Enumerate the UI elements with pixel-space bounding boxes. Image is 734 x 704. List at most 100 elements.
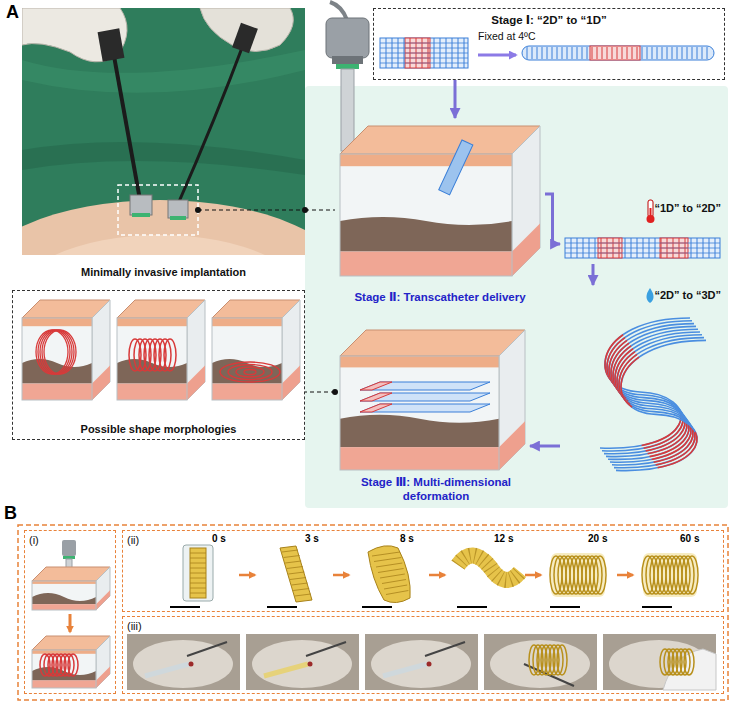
trocar bbox=[130, 195, 152, 215]
catheter-tube bbox=[145, 664, 189, 676]
endoscope-cable bbox=[330, 2, 347, 20]
dog-fur bbox=[371, 640, 471, 688]
process-arrow bbox=[454, 80, 457, 118]
stage-illustration: Stage Ⅲ: Multi-dimensional deformation bbox=[335, 322, 530, 507]
mesh-strut bbox=[282, 550, 298, 552]
muscle-side bbox=[187, 366, 205, 400]
s-shape-hinge bbox=[616, 340, 706, 470]
mesh-strut bbox=[380, 63, 468, 64]
mesh-fill bbox=[380, 38, 468, 68]
mesh-strut bbox=[380, 574, 405, 578]
endoscope-handle bbox=[62, 540, 76, 556]
mesh-strut-red bbox=[405, 43, 430, 44]
trocar bbox=[168, 200, 188, 218]
coil-turn bbox=[686, 556, 698, 594]
coil-ground bbox=[643, 553, 697, 597]
ring-shape bbox=[44, 330, 76, 374]
tissue-layer bbox=[117, 359, 187, 384]
mesh-strut bbox=[372, 552, 400, 556]
time-stamp: 8 s bbox=[400, 533, 414, 545]
trocar-ring bbox=[170, 216, 186, 220]
mesh-strut bbox=[382, 580, 406, 584]
mesh-strut-red bbox=[598, 243, 622, 244]
mesh-strut bbox=[380, 53, 468, 54]
tube-strut bbox=[607, 47, 608, 59]
tube-strut bbox=[672, 47, 673, 59]
dog-photo bbox=[603, 634, 716, 690]
tube-strut bbox=[692, 47, 693, 59]
catheter-tube bbox=[264, 664, 308, 676]
mesh-strut-red bbox=[405, 48, 430, 49]
sequence-arrow bbox=[617, 574, 633, 577]
mesh-strut bbox=[378, 569, 404, 573]
time-stamp: 60 s bbox=[680, 533, 699, 545]
ring-shape bbox=[38, 330, 70, 374]
label-holder: B bbox=[4, 503, 17, 525]
skin-layer bbox=[22, 318, 92, 326]
block-outline bbox=[32, 581, 96, 610]
coil-turn bbox=[68, 654, 78, 676]
tube-strut bbox=[587, 47, 588, 59]
sequence-arrow bbox=[429, 574, 445, 577]
tube-strut bbox=[597, 47, 598, 59]
tube-strut bbox=[527, 47, 528, 59]
stage-illustration: Stage Ⅱ: Transcatheter delivery bbox=[335, 118, 545, 308]
gloved-hand bbox=[663, 649, 716, 690]
block-side bbox=[499, 330, 525, 470]
mesh-strut bbox=[288, 572, 304, 574]
endoscope-band bbox=[332, 56, 363, 64]
node-heading: “1D” to “2D” bbox=[654, 202, 721, 215]
mesh-strut bbox=[565, 243, 720, 244]
transition-step: “2D” to “3D” bbox=[560, 285, 725, 475]
muscle-layer bbox=[32, 680, 96, 688]
process-panel bbox=[305, 86, 728, 508]
process-arrow bbox=[69, 614, 72, 632]
muscle-side bbox=[499, 421, 525, 470]
mesh-strut bbox=[190, 563, 206, 564]
tweezers bbox=[425, 642, 465, 656]
muscle-layer bbox=[212, 384, 282, 400]
mesh-strut bbox=[386, 591, 408, 595]
tissue-layer bbox=[32, 593, 96, 604]
tube-strut bbox=[667, 47, 668, 59]
yellow-mesh bbox=[368, 546, 410, 603]
tube-strut bbox=[602, 47, 603, 59]
mesh-strut bbox=[190, 588, 206, 589]
coil-turn bbox=[684, 649, 694, 675]
tube-strut bbox=[577, 47, 578, 59]
block-outline bbox=[340, 356, 499, 470]
surgery-photo bbox=[22, 8, 305, 255]
dog-fur bbox=[133, 640, 233, 688]
endoscope-shaft bbox=[341, 69, 354, 151]
dashed-leader bbox=[305, 209, 335, 210]
mesh-strut bbox=[290, 578, 306, 580]
muscle-layer bbox=[22, 384, 92, 400]
subpanel-box: (iii) bbox=[122, 616, 724, 694]
label-holder: 3 s bbox=[305, 533, 319, 545]
yellow-mesh bbox=[280, 546, 312, 602]
folded-hinge bbox=[360, 404, 392, 412]
label-holder: 0 s bbox=[212, 533, 226, 545]
folded-hinge bbox=[360, 393, 392, 401]
sequence-arrow bbox=[333, 574, 349, 577]
tube-strut bbox=[642, 47, 643, 59]
block-outline bbox=[22, 318, 92, 400]
block-front bbox=[32, 650, 96, 688]
node-heading: Stage Ⅱ: Transcatheter delivery bbox=[354, 291, 525, 305]
scale-bar bbox=[550, 606, 580, 608]
dog-fur bbox=[490, 640, 590, 688]
process-arrow bbox=[530, 445, 560, 448]
sequence-arrow bbox=[239, 574, 255, 577]
mesh-strut bbox=[380, 48, 468, 49]
mesh-strut bbox=[295, 594, 311, 596]
incision bbox=[189, 662, 194, 667]
muscle-side bbox=[96, 666, 110, 688]
node-heading: (ii) bbox=[127, 534, 139, 547]
tube-strut bbox=[552, 47, 553, 59]
block-front bbox=[340, 154, 512, 276]
mesh-strut bbox=[190, 583, 206, 584]
tissue-layer bbox=[340, 415, 499, 448]
tube-strut bbox=[682, 47, 683, 59]
skin-layer bbox=[340, 154, 512, 166]
